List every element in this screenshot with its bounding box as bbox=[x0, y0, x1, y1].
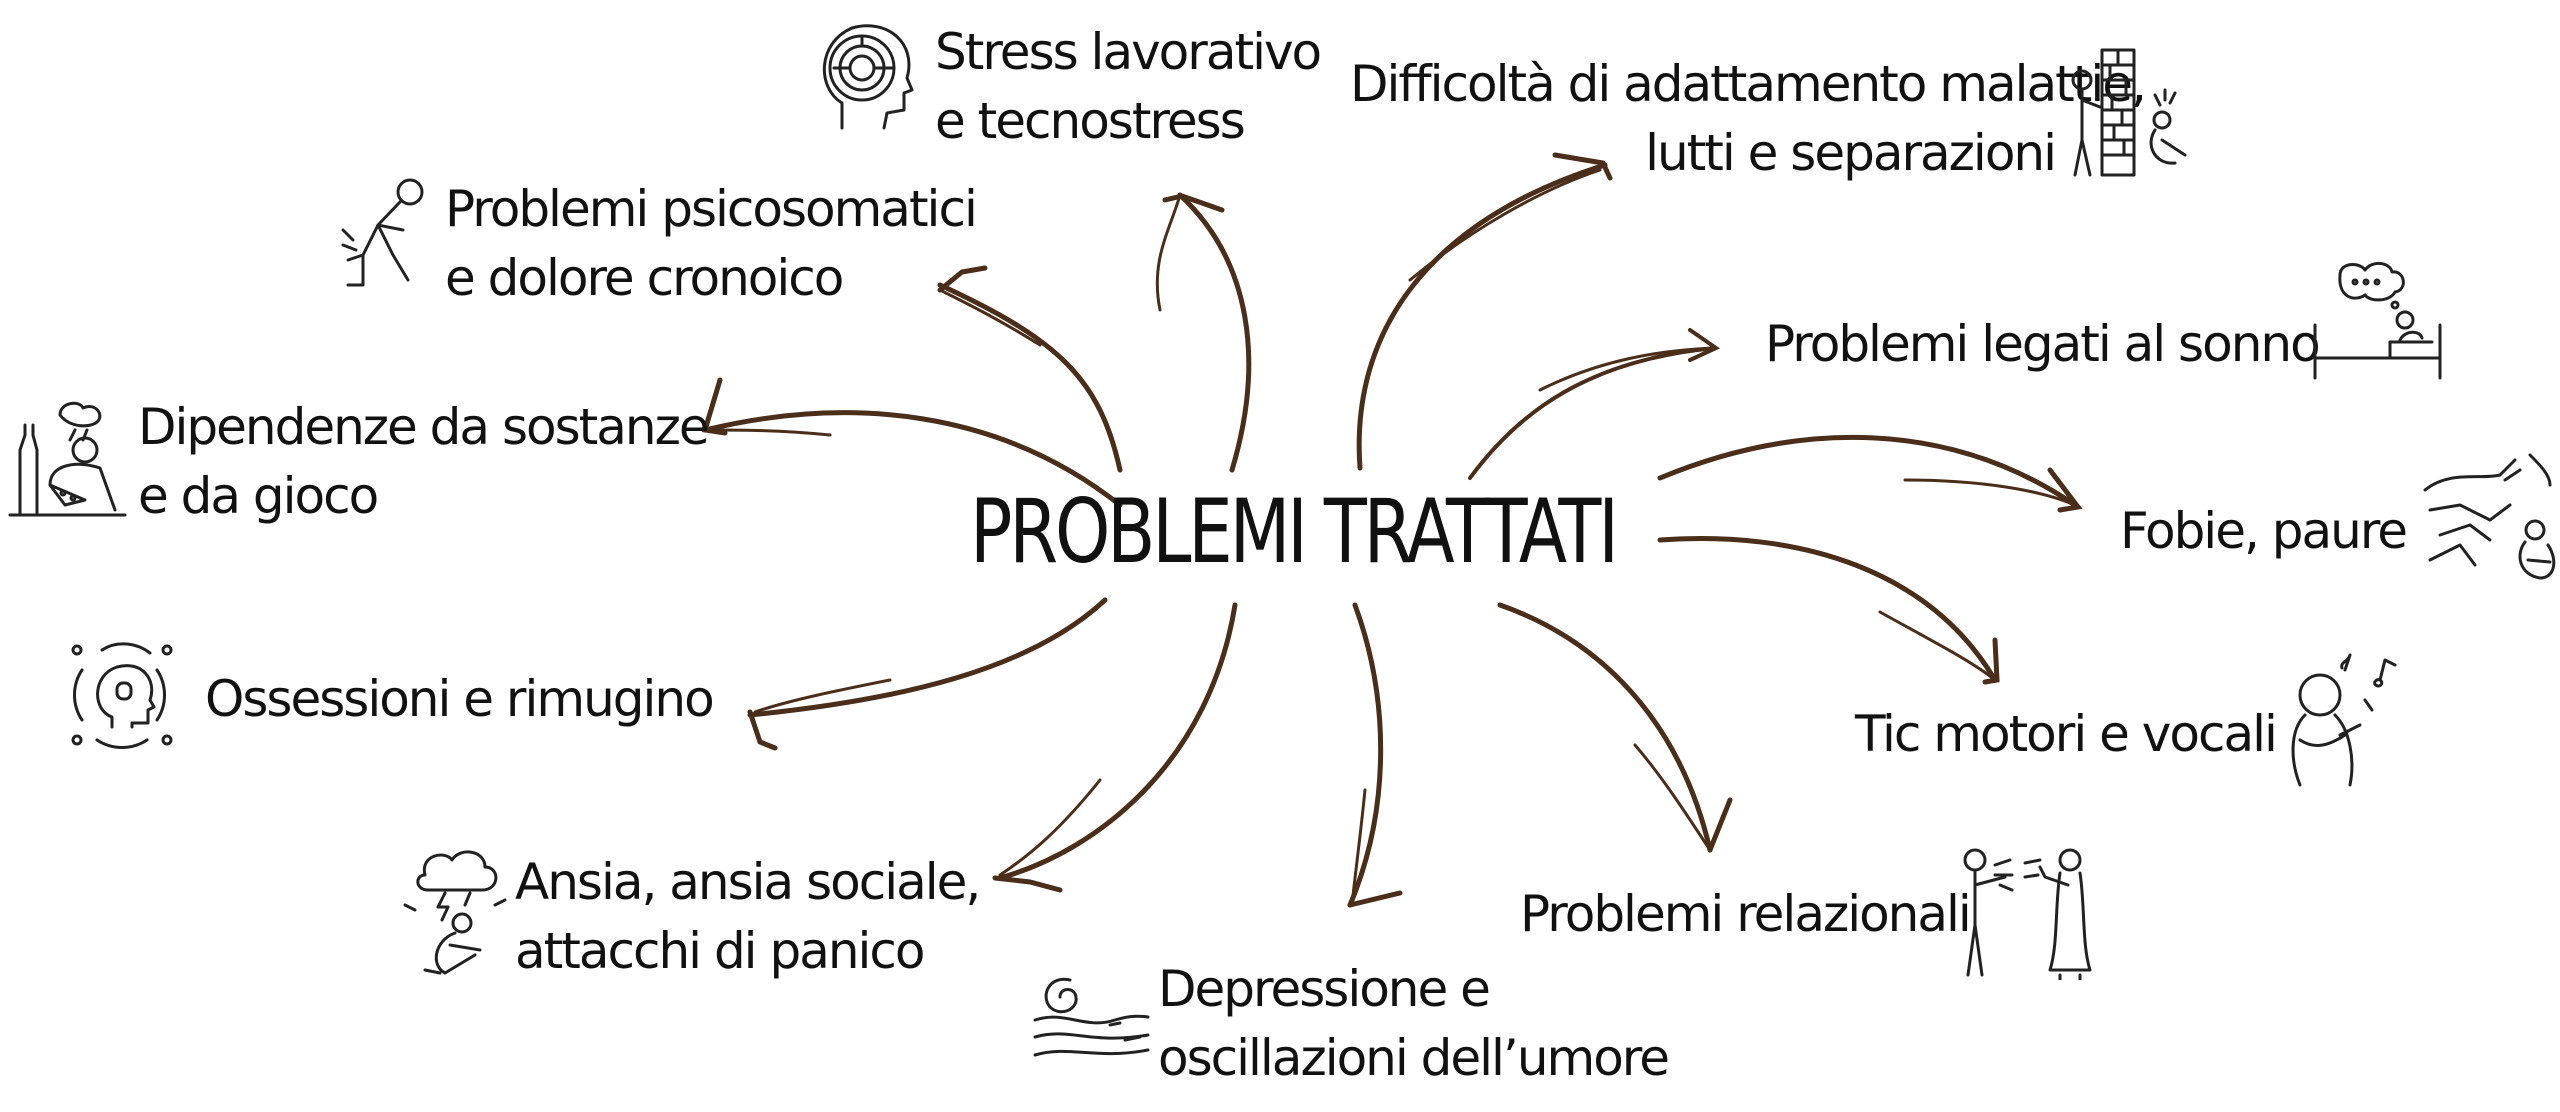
center-title: PROBLEMI TRATTATI bbox=[970, 480, 1619, 583]
pain-figure-icon bbox=[338, 170, 433, 295]
label-ossessioni-line-1: Ossessioni e rimugino bbox=[205, 670, 715, 728]
arrow-tic bbox=[1657, 536, 2000, 685]
arrow-ossessioni bbox=[747, 597, 1108, 751]
label-ossessioni: Ossessioni e rimugino bbox=[205, 665, 715, 734]
label-adattamento: Difficoltà di adattamento malattie, lutt… bbox=[1350, 50, 2147, 188]
arrow-stress bbox=[1155, 192, 1252, 473]
maze-head-icon bbox=[812, 18, 922, 133]
label-ansia-line-1: Ansia, ansia sociale, bbox=[515, 853, 981, 911]
arguing-people-icon bbox=[1950, 845, 2100, 980]
label-psicosomatici: Problemi psicosomatici e dolore cronoico bbox=[445, 175, 978, 313]
label-fobie: Fobie, paure bbox=[2120, 497, 2408, 566]
music-figure-icon bbox=[2280, 650, 2410, 790]
scared-figure-icon bbox=[2420, 450, 2560, 585]
bed-thought-icon bbox=[2310, 260, 2445, 380]
label-adattamento-line-1: Difficoltà di adattamento malattie, bbox=[1350, 55, 2147, 113]
label-relazionali-line-1: Problemi relazionali bbox=[1520, 885, 1972, 943]
label-depressione-line-2: oscillazioni dell’umore bbox=[1158, 1029, 1670, 1087]
label-sonno: Problemi legati al sonno bbox=[1765, 310, 2321, 379]
label-depressione-line-1: Depressione e bbox=[1158, 960, 1491, 1018]
label-stress: Stress lavorativo e tecnostress bbox=[935, 18, 1322, 156]
label-adattamento-line-2: lutti e separazioni bbox=[1645, 124, 2057, 182]
label-sonno-line-1: Problemi legati al sonno bbox=[1765, 315, 2321, 373]
storm-cloud-icon bbox=[400, 845, 510, 975]
label-ansia-line-2: attacchi di panico bbox=[515, 922, 926, 980]
label-fobie-line-1: Fobie, paure bbox=[2120, 502, 2408, 560]
arrow-ansia bbox=[992, 602, 1238, 893]
label-stress-line-2: e tecnostress bbox=[935, 92, 1246, 150]
arrow-adattamento bbox=[1356, 152, 1613, 471]
arrow-sonno bbox=[1468, 328, 1721, 480]
label-tic: Tic motori e vocali bbox=[1855, 700, 2278, 769]
arrow-depressione bbox=[1347, 602, 1403, 908]
arrow-dipendenze bbox=[701, 377, 1123, 508]
arrow-fobie bbox=[1657, 434, 2083, 513]
label-dipendenze-line-1: Dipendenze da sostanze bbox=[138, 398, 710, 456]
label-psicosomatici-line-2: e dolore cronoico bbox=[445, 249, 844, 307]
label-ansia: Ansia, ansia sociale, attacchi di panico bbox=[515, 848, 981, 986]
label-psicosomatici-line-1: Problemi psicosomatici bbox=[445, 180, 978, 238]
label-relazionali: Problemi relazionali bbox=[1520, 880, 1972, 949]
arrow-psicosomatici bbox=[937, 265, 1123, 473]
label-dipendenze: Dipendenze da sostanze e da gioco bbox=[138, 393, 710, 531]
label-stress-line-1: Stress lavorativo bbox=[935, 23, 1322, 81]
wall-person-icon bbox=[2060, 45, 2195, 180]
cycle-head-icon bbox=[62, 635, 182, 755]
label-depressione: Depressione e oscillazioni dell’umore bbox=[1158, 955, 1670, 1093]
wave-swirl-icon bbox=[1030, 965, 1150, 1065]
bottle-dice-icon bbox=[5, 390, 130, 520]
label-dipendenze-line-2: e da gioco bbox=[138, 467, 379, 525]
label-tic-line-1: Tic motori e vocali bbox=[1855, 705, 2278, 763]
arrow-relazionali bbox=[1497, 602, 1733, 853]
